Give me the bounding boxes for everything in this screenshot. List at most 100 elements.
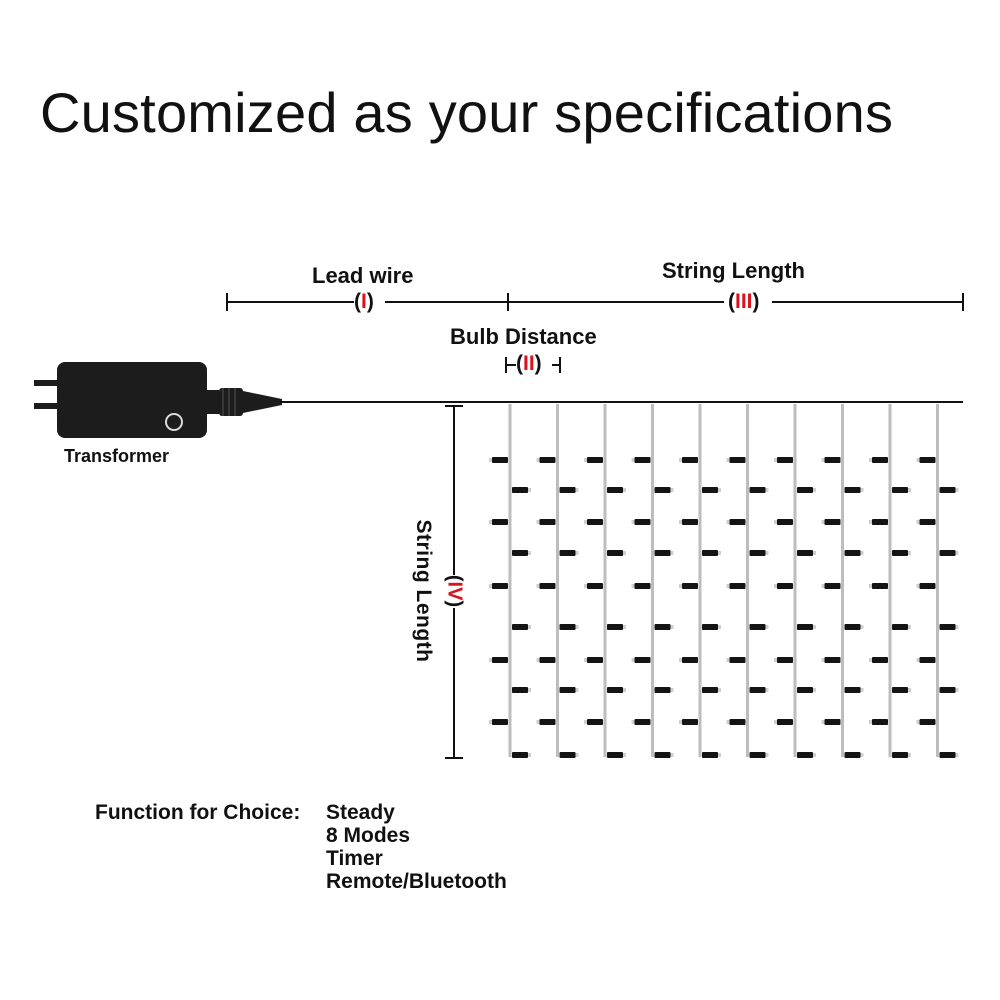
bulb-tip	[584, 520, 587, 524]
bulb-tip	[631, 720, 635, 724]
bulb-tip	[869, 658, 872, 662]
bulb-icon	[939, 752, 956, 758]
bulb-tip	[489, 658, 492, 662]
bulb-tip	[575, 753, 579, 757]
bulb-tip	[623, 688, 626, 692]
bulb-icon	[939, 624, 956, 630]
bulb-tip	[536, 720, 540, 724]
bulb-icon	[939, 687, 956, 693]
bulb-tip	[670, 753, 674, 757]
bulb-distance-marker: (II)	[516, 352, 542, 375]
bulb-icon	[919, 519, 936, 525]
bulb-icon	[872, 457, 888, 463]
bulb-icon	[492, 457, 508, 463]
bulb-tip	[908, 488, 911, 492]
bulb-icon	[892, 687, 908, 693]
bulb-icon	[872, 657, 888, 663]
bulb-icon	[539, 719, 556, 725]
bulb-icon	[844, 550, 861, 556]
bulb-tip	[821, 658, 825, 662]
bulb-tip	[623, 488, 626, 492]
bulb-tip	[679, 720, 682, 724]
bulb-tip	[670, 488, 674, 492]
bulb-tip	[813, 551, 816, 555]
bulb-tip	[631, 584, 635, 588]
bulb-icon	[729, 519, 746, 525]
bulb-icon	[844, 687, 861, 693]
bulb-icon	[872, 583, 888, 589]
bulb-icon	[587, 583, 603, 589]
bulb-tip	[623, 753, 626, 757]
bulb-tip	[774, 720, 777, 724]
bulb-tip	[623, 625, 626, 629]
bulb-tip	[679, 520, 682, 524]
bulb-tip	[869, 720, 872, 724]
bulb-tip	[765, 753, 769, 757]
bulb-icon	[492, 519, 508, 525]
bulb-tip	[765, 551, 769, 555]
bulb-icon	[729, 457, 746, 463]
bulb-tip	[860, 625, 864, 629]
bulb-tip	[670, 551, 674, 555]
bulb-tip	[774, 658, 777, 662]
bulb-icon	[892, 487, 908, 493]
bulb-tip	[869, 584, 872, 588]
bulb-icon	[492, 657, 508, 663]
bulb-icon	[919, 657, 936, 663]
page-title: Customized as your specifications	[40, 81, 894, 144]
bulb-icon	[892, 550, 908, 556]
bulb-tip	[916, 720, 920, 724]
bulb-icon	[824, 519, 841, 525]
bulb-tip	[584, 458, 587, 462]
bulb-tip	[528, 688, 531, 692]
function-option-remote: Remote/Bluetooth	[326, 870, 507, 893]
bulb-tip	[908, 753, 911, 757]
bulb-tip	[916, 658, 920, 662]
bulb-icon	[797, 487, 813, 493]
bulb-tip	[916, 458, 920, 462]
lead-wire-label: Lead wire	[312, 263, 414, 288]
bulb-tip	[489, 520, 492, 524]
bulb-icon	[682, 519, 698, 525]
bulb-icon	[607, 752, 623, 758]
string-length-horizontal-label: String Length	[662, 258, 805, 283]
bulb-icon	[844, 487, 861, 493]
bulb-icon	[512, 487, 528, 493]
bulb-icon	[702, 624, 718, 630]
bulb-icon	[777, 719, 793, 725]
bulb-tip	[726, 520, 730, 524]
bulb-icon	[844, 752, 861, 758]
bulb-tip	[718, 551, 721, 555]
bulb-icon	[939, 550, 956, 556]
bulb-icon	[539, 519, 556, 525]
bulb-icon	[654, 487, 671, 493]
bulb-tip	[536, 658, 540, 662]
bulb-icon	[559, 550, 576, 556]
bulb-icon	[919, 457, 936, 463]
bulb-tip	[679, 658, 682, 662]
bulb-icon	[559, 487, 576, 493]
bulb-tip	[489, 584, 492, 588]
bulb-tip	[765, 625, 769, 629]
bulb-icon	[939, 487, 956, 493]
bulb-tip	[765, 688, 769, 692]
bulb-icon	[919, 583, 936, 589]
bulb-icon	[512, 687, 528, 693]
bulb-icon	[844, 624, 861, 630]
bulb-tip	[908, 551, 911, 555]
bulb-icon	[749, 752, 766, 758]
bulb-icon	[702, 487, 718, 493]
bulb-icon	[824, 457, 841, 463]
bulb-tip	[774, 520, 777, 524]
bulb-icon	[824, 657, 841, 663]
bulb-tip	[528, 625, 531, 629]
bulb-icon	[729, 657, 746, 663]
bulb-icon	[634, 657, 651, 663]
bulb-icon	[892, 752, 908, 758]
lead-wire-dimension	[226, 293, 509, 311]
function-label: Function for Choice:	[95, 801, 301, 824]
bulb-tip	[813, 688, 816, 692]
bulb-icon	[682, 719, 698, 725]
bulb-icon	[607, 687, 623, 693]
bulb-tip	[726, 720, 730, 724]
